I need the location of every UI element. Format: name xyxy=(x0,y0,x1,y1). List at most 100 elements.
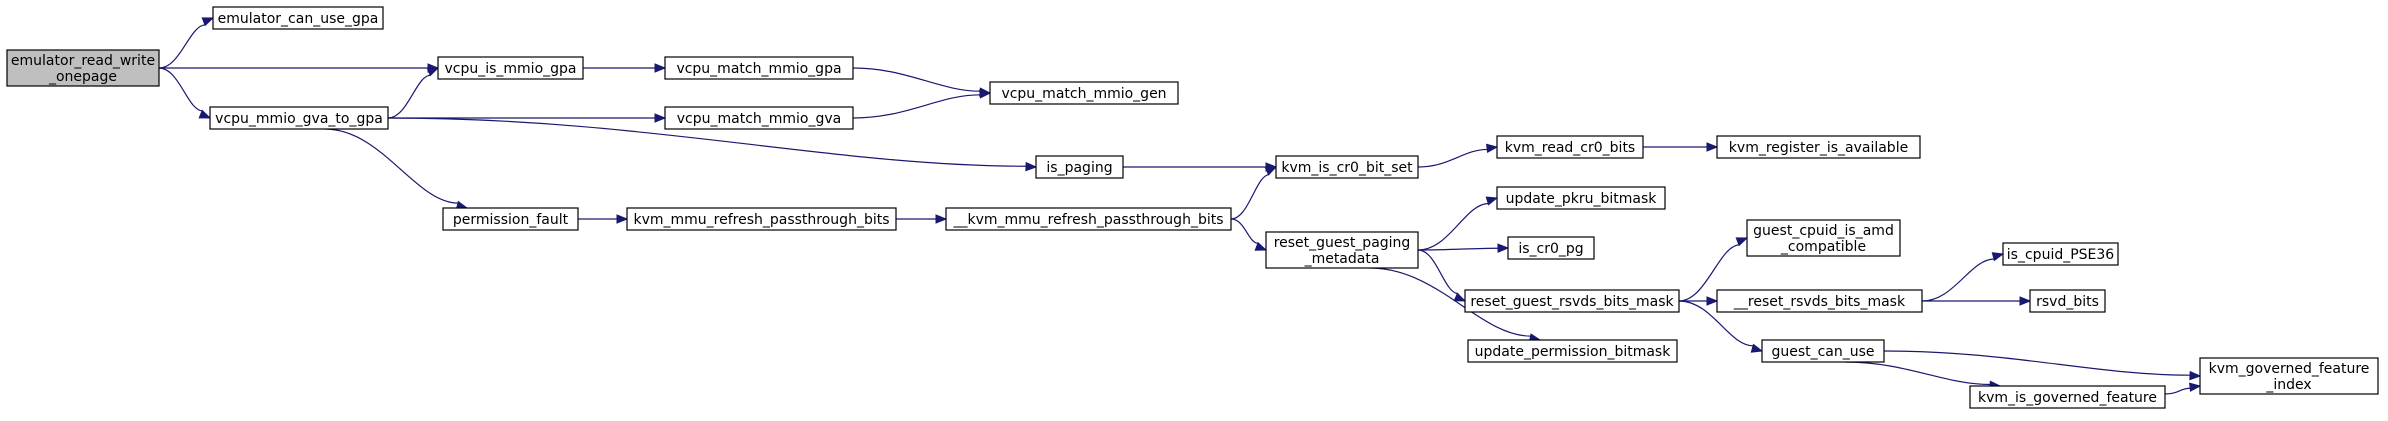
node-reset-guest-paging-metadata[interactable]: reset_guest_paging_metadata xyxy=(1265,231,1419,269)
node-label: vcpu_match_mmio_gpa xyxy=(676,61,841,77)
node-box xyxy=(1507,236,1595,260)
node-box xyxy=(442,207,579,231)
arrowhead xyxy=(1706,296,1719,306)
node-box xyxy=(437,56,584,80)
node-rsvd-bits[interactable]: rsvd_bits xyxy=(2029,289,2106,313)
node-label: vcpu_match_mmio_gva xyxy=(677,111,842,127)
node-guest-cpuid-is-amd-compatible[interactable]: guest_cpuid_is_amd_compatible xyxy=(1746,219,1901,257)
node-kvm-is-governed-feature[interactable]: kvm_is_governed_feature xyxy=(1969,385,2166,409)
edge-n3-to-n2 xyxy=(387,67,440,119)
edge-line xyxy=(1678,244,1740,302)
node-label: is_paging xyxy=(1046,160,1112,176)
edge-line xyxy=(1844,361,1991,386)
node-box xyxy=(626,207,897,231)
node-kvm-read-cr0-bits[interactable]: kvm_read_cr0_bits xyxy=(1496,135,1644,159)
edge-n2-to-n4 xyxy=(583,63,667,73)
node-vcpu-match-mmio-gen[interactable]: vcpu_match_mmio_gen xyxy=(989,81,1179,105)
edge-n17-to-n21 xyxy=(1678,300,1764,353)
node-label: __kvm_mmu_refresh_passthrough_bits xyxy=(952,212,1223,228)
node-vcpu-mmio-gva-to-gpa[interactable]: vcpu_mmio_gva_to_gpa xyxy=(209,106,389,130)
edge-n11-to-n12 xyxy=(1417,143,1499,168)
edge-n20-to-n23 xyxy=(1922,296,2032,306)
node-label: permission_fault xyxy=(453,212,569,228)
edge-n25-to-n24 xyxy=(2164,382,2202,395)
node-kvm-is-cr0-bit-set[interactable]: kvm_is_cr0_bit_set xyxy=(1275,155,1419,179)
node-box xyxy=(1496,186,1666,210)
arrowhead xyxy=(201,17,215,27)
node-box xyxy=(2029,289,2106,313)
node-label: kvm_is_governed_feature xyxy=(1978,390,2157,406)
edge-n6-to-n5 xyxy=(852,89,992,119)
node-label: emulator_read_write xyxy=(11,53,155,69)
node-permission-fault[interactable]: permission_fault xyxy=(442,207,579,231)
edge-n0-to-n1 xyxy=(158,17,215,69)
node-kvm-governed-feature-index[interactable]: kvm_governed_feature_index xyxy=(2199,357,2379,395)
arrowhead xyxy=(616,214,629,224)
arrowhead xyxy=(979,89,992,99)
node-kvm-register-is-available[interactable]: kvm_register_is_available xyxy=(1716,135,1921,159)
node-vcpu-match-mmio-gpa[interactable]: vcpu_match_mmio_gpa xyxy=(664,56,854,80)
node-box xyxy=(1265,231,1419,269)
edge-line xyxy=(158,67,203,112)
node-box xyxy=(1969,385,2166,409)
arrowhead xyxy=(935,214,948,224)
edge-n3-to-n7 xyxy=(387,117,1038,172)
node-vcpu-is-mmio-gpa[interactable]: vcpu_is_mmio_gpa xyxy=(437,56,584,80)
node-update-pkru-bitmask[interactable]: update_pkru_bitmask xyxy=(1496,186,1666,210)
node-guest-can-use[interactable]: guest_can_use xyxy=(1761,339,1885,363)
node-kvm-mmu-refresh-passthrough-bits[interactable]: kvm_mmu_refresh_passthrough_bits xyxy=(626,207,897,231)
node-vcpu-match-mmio-gva[interactable]: vcpu_match_mmio_gva xyxy=(664,106,854,130)
node-box xyxy=(2199,357,2379,395)
node-emulator-can-use-gpa[interactable]: emulator_can_use_gpa xyxy=(212,6,384,30)
node-is-cpuid-pse36[interactable]: is_cpuid_PSE36 xyxy=(2002,242,2119,266)
node-is-cr0-pg[interactable]: is_cr0_pg xyxy=(1507,236,1595,260)
arrowhead xyxy=(1485,196,1499,206)
node-box xyxy=(1716,135,1921,159)
edge-line xyxy=(1417,249,1459,295)
node-label: kvm_governed_feature xyxy=(2209,361,2370,377)
node-label: reset_guest_rsvds_bits_mask xyxy=(1470,294,1674,310)
edge-line xyxy=(324,128,459,204)
node-label: _metadata xyxy=(1304,251,1380,267)
arrowhead xyxy=(1254,241,1268,251)
node-label: _compatible xyxy=(1780,239,1866,255)
node-reset-guest-rsvds-bits-mask[interactable]: reset_guest_rsvds_bits_mask xyxy=(1464,289,1680,313)
arrowhead xyxy=(2189,370,2202,381)
edge-line xyxy=(1921,258,1995,302)
arrowhead xyxy=(198,109,212,119)
node-box xyxy=(1746,219,1901,257)
node-label: _onepage xyxy=(48,69,117,85)
edge-n17-to-n19 xyxy=(1678,237,1749,302)
node-box xyxy=(989,81,1179,105)
node-label: update_permission_bitmask xyxy=(1475,344,1672,360)
node-box xyxy=(1761,339,1885,363)
node-label: vcpu_is_mmio_gpa xyxy=(444,61,576,77)
arrowhead xyxy=(426,67,440,77)
node-label: reset_guest_paging xyxy=(1274,235,1411,251)
node-label: guest_can_use xyxy=(1771,344,1874,360)
edge-n10-to-n11 xyxy=(1230,166,1278,220)
edge-n14-to-n16 xyxy=(1417,243,1510,253)
node-is-paging[interactable]: is_paging xyxy=(1035,155,1124,179)
edge-line xyxy=(1369,267,1531,337)
node-box xyxy=(1467,339,1678,363)
node-label: vcpu_mmio_gva_to_gpa xyxy=(215,111,383,127)
edge-line xyxy=(387,74,432,119)
arrowhead xyxy=(654,113,667,123)
arrowhead xyxy=(1264,166,1278,176)
node-update-permission-bitmask[interactable]: update_permission_bitmask xyxy=(1467,339,1678,363)
edge-n20-to-n22 xyxy=(1921,252,2005,302)
edge-line xyxy=(1230,173,1270,220)
node-box xyxy=(209,106,389,130)
node-label: __reset_rsvds_bits_mask xyxy=(1733,294,1906,310)
node-box xyxy=(2002,242,2119,266)
node-box xyxy=(1035,155,1124,179)
arrowhead xyxy=(1453,292,1467,302)
arrowhead xyxy=(1750,343,1764,353)
edge-line xyxy=(1883,350,2191,376)
arrowhead xyxy=(1025,161,1038,172)
edge-layer xyxy=(158,17,2202,395)
edge-n7-to-n11 xyxy=(1123,162,1278,172)
node-kvm-mmu-refresh-passthrough-bits[interactable]: __kvm_mmu_refresh_passthrough_bits xyxy=(945,207,1232,231)
node-reset-rsvds-bits-mask[interactable]: __reset_rsvds_bits_mask xyxy=(1716,289,1923,313)
